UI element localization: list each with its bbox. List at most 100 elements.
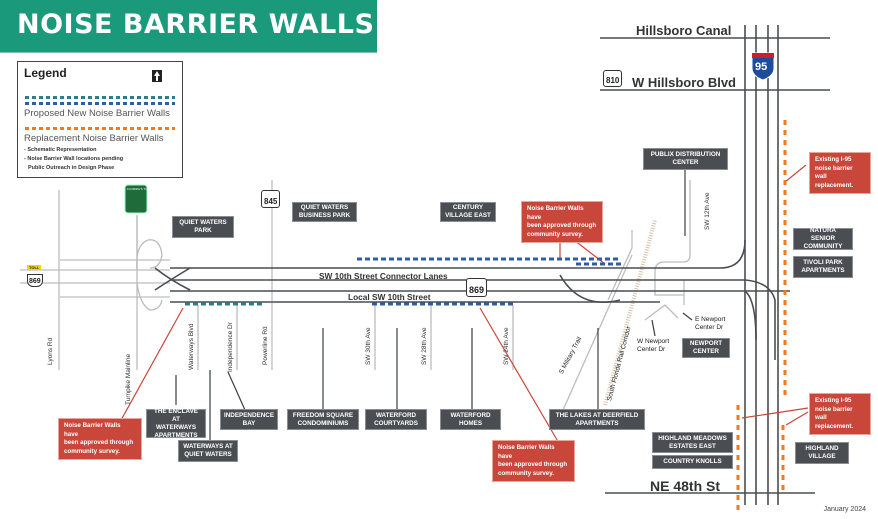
place-line: THE ENCLAVE AT	[154, 407, 198, 423]
sr810-shield: 810	[603, 70, 623, 87]
noise-walls	[185, 120, 787, 510]
i95-number: 95	[755, 61, 768, 73]
w-newport-line: W Newport	[637, 338, 670, 345]
sw28-label: SW 28th Ave	[421, 327, 428, 365]
place-line: NATURA SENIOR	[809, 227, 837, 242]
e-newport-line: Center Dr	[695, 324, 724, 331]
w-newport-label: W Newport Center Dr	[637, 338, 669, 354]
callout-line: been approved through	[527, 222, 597, 229]
legend-swatch-replacement	[25, 127, 175, 130]
callout-line: replacement.	[815, 422, 854, 430]
place-line: VILLAGE EAST	[445, 212, 491, 219]
minor-streets	[20, 180, 691, 411]
place-line: BUSINESS PARK	[298, 212, 351, 219]
legend-label-replacement: Replacement Noise Barrier Walls	[24, 133, 164, 144]
powerline-label: Powerline Rd	[262, 326, 269, 365]
callout-line: Noise Barrier Walls have	[527, 205, 584, 221]
callout-line: replacement.	[815, 181, 854, 189]
place-line: COMMUNITY	[803, 243, 843, 250]
ne48-label: NE 48th St	[650, 478, 721, 494]
turnpike-mainline-label: Turnpike Mainline	[125, 353, 132, 405]
place-line: COURTYARDS	[374, 419, 418, 427]
callout-line: community survey.	[498, 469, 554, 477]
place-line: THE LAKES AT DEERFIELD	[555, 411, 639, 419]
place-line: HIGHLAND MEADOWS	[658, 434, 727, 442]
north-arrow-icon	[152, 70, 162, 82]
place-line: APARTMENTS	[801, 267, 845, 274]
callout-line: been approved through	[498, 461, 568, 468]
legend-label-proposed: Proposed New Noise Barrier Walls	[24, 108, 170, 119]
place-line: CENTER	[672, 159, 699, 166]
place-line: HOMES	[458, 419, 483, 427]
toll-badge: TOLL	[27, 265, 42, 270]
callout-line: community survey.	[527, 230, 583, 238]
sw30-label: SW 30th Ave	[365, 327, 372, 365]
place-line: QUIET WATERS	[179, 219, 227, 226]
sw12-label: SW 12th Ave	[704, 192, 711, 230]
place-line: ESTATES EAST	[669, 442, 716, 450]
callout-line: Existing I-95	[815, 156, 852, 163]
place-line: CENTER	[693, 348, 719, 355]
sr869-toll-shield: 869	[27, 274, 43, 287]
place-line: FREEDOM SQUARE	[292, 411, 354, 419]
callout-line: Existing I-95	[815, 397, 852, 404]
place-line: APARTMENTS	[575, 419, 619, 427]
hillsboro-canal-label: Hillsboro Canal	[636, 23, 732, 38]
place-line: WATERFORD	[450, 411, 491, 419]
connector-lanes-label: SW 10th Street Connector Lanes	[319, 271, 448, 281]
legend-note: - Schematic Representation	[24, 147, 97, 153]
place-line: INDEPENDENCE	[223, 411, 275, 419]
place-line: PARK	[194, 227, 212, 234]
waterways-blvd-label: Waterways Blvd	[188, 323, 195, 370]
sw24-label: SW 24th Ave	[503, 327, 510, 365]
independence-dr-label: Independence Dr	[227, 322, 234, 372]
legend: Legend Proposed New Noise Barrier Walls …	[17, 61, 183, 178]
place-line: WATERWAYS AT	[183, 443, 233, 450]
title-bar: NOISE BARRIER WALLS	[0, 0, 377, 53]
lyons-label: Lyons Rd	[47, 337, 54, 365]
place-line: CENTURY	[452, 204, 484, 211]
legend-note: - Noise Barrier Wall locations pending	[24, 156, 124, 162]
rail-corridor	[603, 219, 657, 406]
leader-lines	[175, 170, 693, 440]
callout-line: community survey.	[64, 447, 120, 455]
place-country-knolls: COUNTRY KNOLLS	[652, 455, 733, 469]
sr845-shield: 845	[261, 190, 281, 208]
place-line: QUIET WATERS	[184, 451, 232, 458]
callout-line: noise barrier wall	[815, 405, 853, 422]
callout-line: Noise Barrier Walls have	[498, 444, 555, 460]
place-line: COUNTRY KNOLLS	[663, 458, 722, 465]
w-newport-line: Center Dr	[637, 346, 666, 353]
legend-note: Public Outreach in Design Phase	[28, 165, 115, 171]
place-line: QUIET WATERS	[300, 204, 349, 211]
e-newport-label: E Newport Center Dr	[695, 316, 725, 332]
page-title: NOISE BARRIER WALLS	[17, 9, 375, 40]
callout-line: noise barrier wall	[815, 164, 853, 181]
place-line: WATERFORD	[375, 411, 417, 419]
legend-swatch-proposed-teal	[25, 96, 175, 99]
sr869-shield: 869	[466, 278, 488, 297]
legend-swatch-proposed-blue	[25, 102, 175, 105]
date-label: January 2024	[823, 506, 866, 513]
legend-title: Legend	[24, 66, 67, 80]
turnpike-sign	[124, 184, 148, 214]
